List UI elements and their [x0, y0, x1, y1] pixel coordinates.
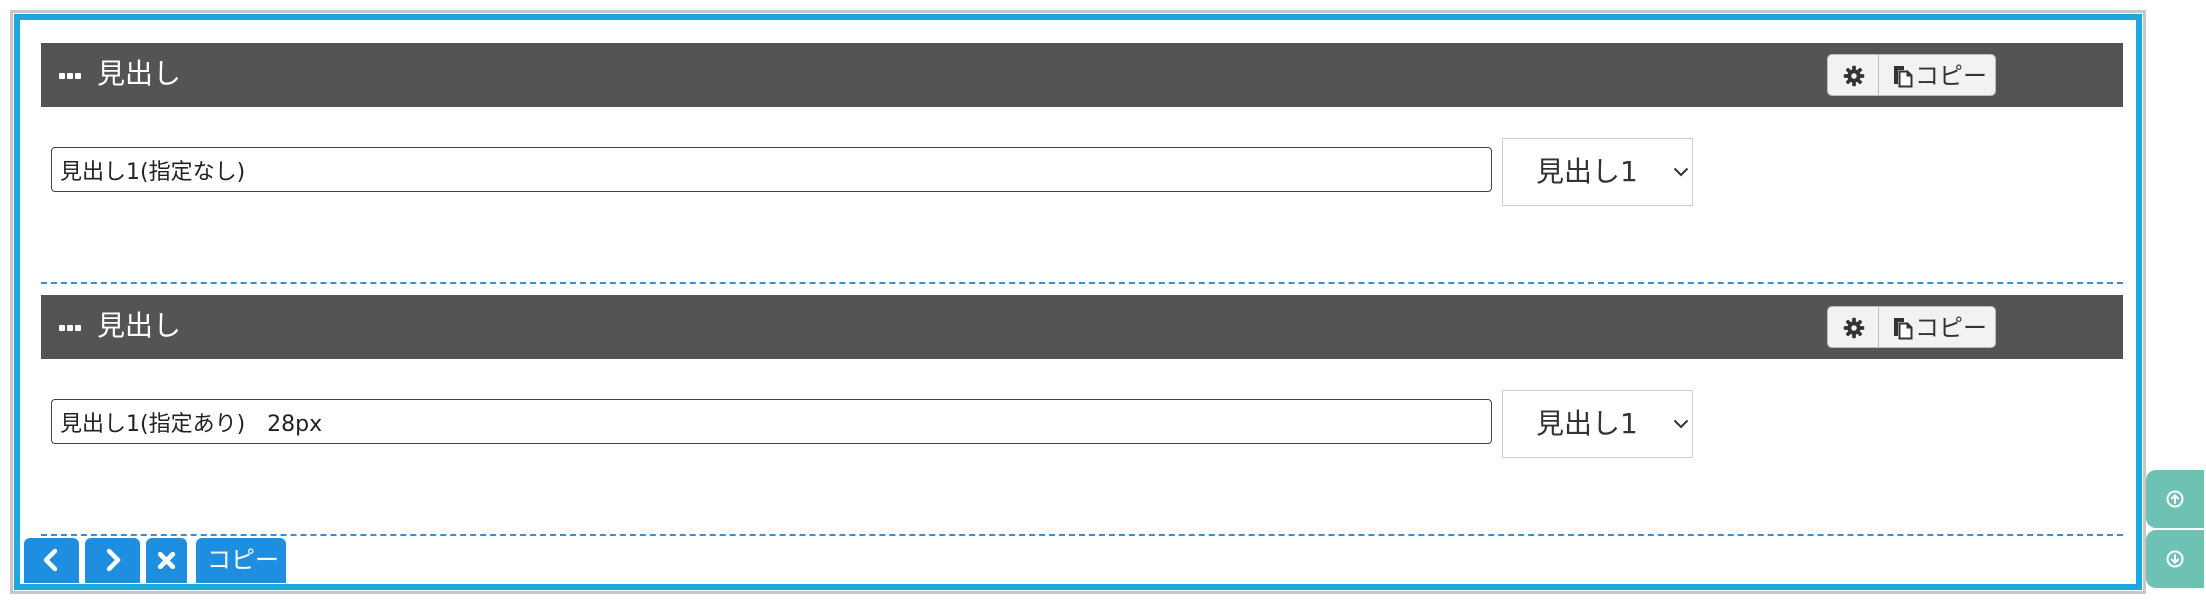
arrow-circle-up-icon	[2166, 490, 2184, 508]
prev-button[interactable]	[24, 538, 79, 583]
drag-handle-icon[interactable]	[59, 73, 81, 79]
unit-divider	[41, 282, 2123, 284]
next-button[interactable]	[85, 538, 140, 583]
unit-header[interactable]: 見出し	[41, 295, 2123, 359]
chevron-down-icon	[1673, 419, 1689, 429]
heading-unit: 見出し	[41, 43, 2123, 294]
heading-unit: 見出し	[41, 295, 2123, 546]
copy-button-label: コピー	[1915, 62, 1987, 90]
drag-handle-icon[interactable]	[59, 325, 81, 331]
copy-icon	[1894, 318, 1913, 340]
unit-title: 見出し	[97, 309, 182, 342]
unit-header[interactable]: 見出し	[41, 43, 2123, 107]
gear-icon	[1843, 317, 1865, 339]
copy-button-label: コピー	[1915, 314, 1987, 342]
chevron-down-icon	[1673, 167, 1689, 177]
close-button[interactable]	[146, 538, 187, 583]
editor-outer-frame	[10, 10, 2146, 594]
chevron-left-icon	[43, 548, 58, 572]
copy-icon	[1894, 66, 1913, 88]
gear-icon	[1843, 65, 1865, 87]
heading-text-input[interactable]	[51, 399, 1492, 444]
unit-divider	[41, 534, 2123, 536]
chevron-right-icon	[106, 548, 121, 572]
heading-level-select[interactable]: 見出し1	[1502, 138, 1693, 206]
unit-title: 見出し	[97, 57, 182, 90]
heading-level-select[interactable]: 見出し1	[1502, 390, 1693, 458]
copy-button[interactable]: コピー	[1878, 306, 1996, 348]
editor-frame: 見出し	[14, 14, 2142, 590]
scroll-down-button[interactable]	[2146, 530, 2204, 588]
close-icon	[157, 551, 176, 570]
scroll-up-button[interactable]	[2146, 470, 2204, 528]
toolbar-copy-label: コピー	[207, 546, 279, 574]
heading-level-value: 見出し1	[1536, 155, 1638, 188]
copy-button[interactable]: コピー	[1878, 54, 1996, 96]
toolbar-copy-button[interactable]: コピー	[196, 538, 286, 583]
heading-level-value: 見出し1	[1536, 407, 1638, 440]
heading-text-input[interactable]	[51, 147, 1492, 192]
settings-button[interactable]	[1827, 306, 1879, 348]
arrow-circle-down-icon	[2166, 550, 2184, 568]
settings-button[interactable]	[1827, 54, 1879, 96]
